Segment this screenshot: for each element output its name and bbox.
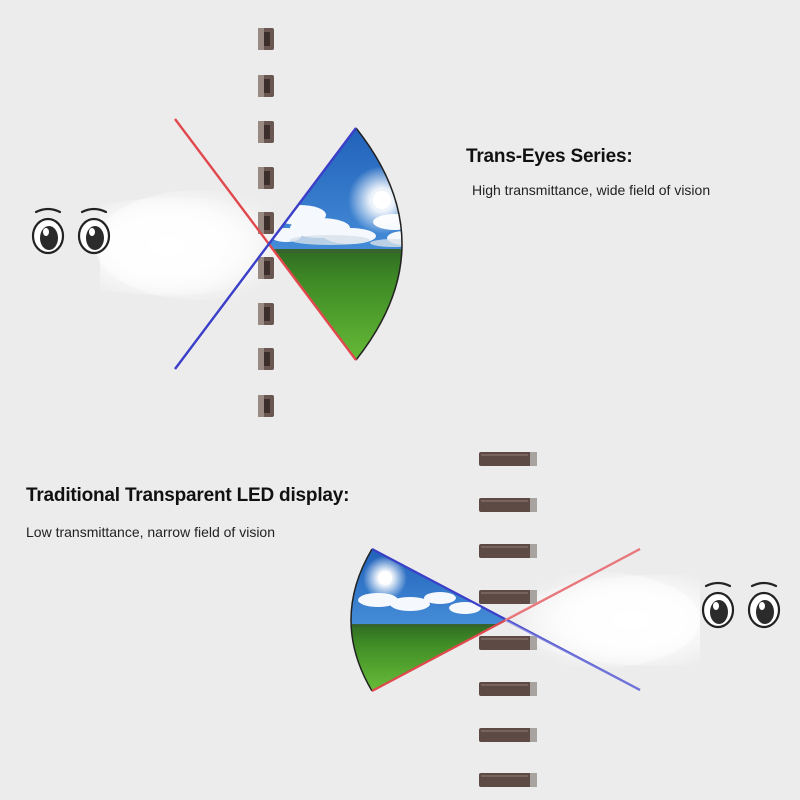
- led-chip-icon: [258, 121, 274, 143]
- bottom-landscape-view-icon: [351, 549, 505, 691]
- top-eyes-icon: [31, 207, 111, 255]
- led-chip-icon: [258, 167, 274, 189]
- top-landscape-view-icon: [268, 128, 402, 360]
- bottom-title: Traditional Transparent LED display:: [26, 485, 350, 506]
- top-diagram: [31, 28, 403, 417]
- led-chip-icon: [258, 257, 274, 279]
- led-chip-icon: [479, 682, 537, 696]
- top-blue-ray: [174, 127, 357, 370]
- top-led-column: [258, 28, 274, 417]
- top-subtitle: High transmittance, wide field of vision: [472, 182, 711, 198]
- led-chip-icon: [479, 452, 537, 466]
- bottom-led-column: [479, 452, 537, 787]
- top-red-ray: [174, 118, 357, 361]
- led-chip-icon: [479, 636, 537, 650]
- led-chip-icon: [258, 28, 274, 50]
- bottom-eyes-icon: [701, 581, 781, 629]
- led-chip-icon: [479, 544, 537, 558]
- led-chip-icon: [258, 75, 274, 97]
- bottom-diagram: [350, 452, 781, 787]
- led-chip-icon: [258, 348, 274, 370]
- led-chip-icon: [479, 498, 537, 512]
- top-title: Trans-Eyes Series:: [466, 146, 633, 167]
- led-chip-icon: [479, 590, 537, 604]
- led-chip-icon: [479, 728, 537, 742]
- led-chip-icon: [258, 395, 274, 417]
- led-chip-icon: [258, 303, 274, 325]
- bottom-view-arc: [350, 548, 373, 692]
- led-chip-icon: [479, 773, 537, 787]
- bottom-subtitle: Low transmittance, narrow field of visio…: [26, 524, 275, 540]
- led-chip-icon: [258, 212, 274, 234]
- top-view-arc: [355, 127, 403, 361]
